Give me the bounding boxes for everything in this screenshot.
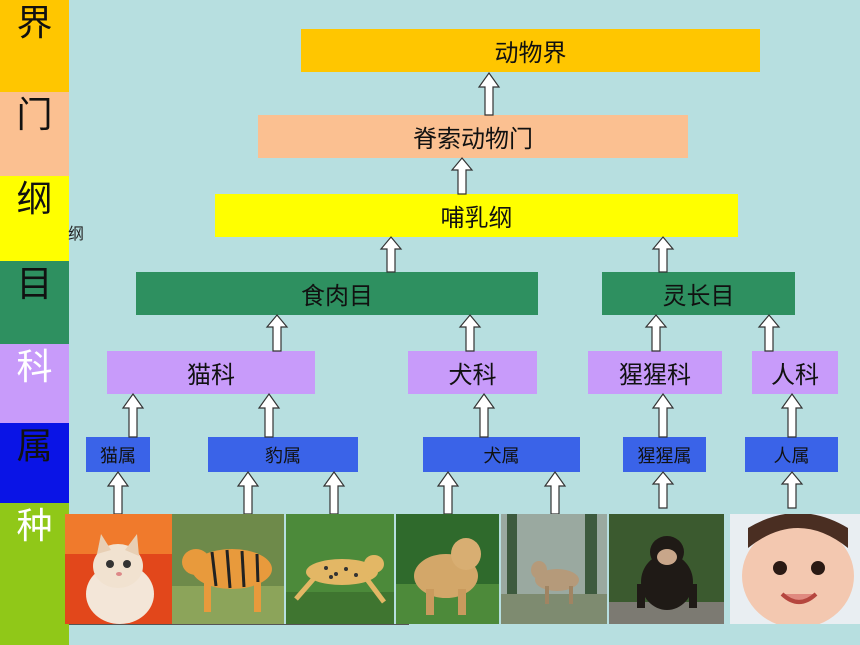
genus-box-homo: 人属	[745, 437, 838, 472]
arrow-up-icon	[436, 470, 460, 515]
arrow-up-icon	[780, 471, 804, 509]
rank-genus: 属	[0, 423, 69, 503]
arrow-up-icon	[265, 314, 289, 352]
baby-photo	[730, 514, 860, 624]
wolf-photo	[501, 514, 607, 624]
arrow-up-icon	[472, 392, 496, 438]
rank-kingdom: 界	[0, 0, 69, 92]
arrow-up-icon	[458, 314, 482, 352]
arrow-up-icon	[379, 236, 403, 273]
cheetah-photo	[286, 514, 394, 624]
dog-photo	[396, 514, 499, 624]
rank-family: 科	[0, 344, 69, 423]
arrow-up-icon	[644, 314, 668, 352]
genus-box-felis: 猫属	[86, 437, 150, 472]
family-box-felidae: 猫科	[107, 351, 315, 394]
tiger-photo	[172, 514, 284, 624]
rank-species: 种	[0, 503, 69, 645]
family-box-hominidae: 人科	[752, 351, 838, 394]
baseline-divider	[69, 624, 409, 625]
arrow-up-icon	[106, 470, 130, 515]
arrow-up-icon	[121, 392, 145, 438]
arrow-up-icon	[322, 470, 346, 515]
family-box-canidae: 犬科	[408, 351, 537, 394]
arrow-up-icon	[651, 236, 675, 273]
kitten-photo	[65, 514, 172, 624]
arrow-up-icon	[651, 471, 675, 509]
chimpanzee-photo	[609, 514, 724, 624]
arrow-up-icon	[780, 392, 804, 438]
order-box-primates: 灵长目	[602, 272, 795, 315]
genus-box-canis: 犬属	[423, 437, 580, 472]
genus-box-pan: 猩猩属	[623, 437, 706, 472]
arrow-up-icon	[257, 392, 281, 438]
phylum-box: 脊索动物门	[258, 115, 688, 158]
arrow-up-icon	[651, 392, 675, 438]
family-box-pongidae: 猩猩科	[588, 351, 722, 394]
rank-phylum: 门	[0, 92, 69, 176]
arrow-up-icon	[450, 157, 474, 195]
kingdom-box: 动物界	[301, 29, 760, 72]
stray-label: 纲	[68, 224, 85, 243]
class-box: 哺乳纲	[215, 194, 738, 237]
arrow-up-icon	[236, 470, 260, 515]
rank-order: 目	[0, 261, 69, 344]
genus-box-panthera: 豹属	[208, 437, 358, 472]
arrow-up-icon	[543, 470, 567, 515]
order-box-carnivora: 食肉目	[136, 272, 538, 315]
rank-class: 纲	[0, 176, 69, 261]
arrow-up-icon	[477, 71, 501, 116]
arrow-up-icon	[757, 314, 781, 352]
